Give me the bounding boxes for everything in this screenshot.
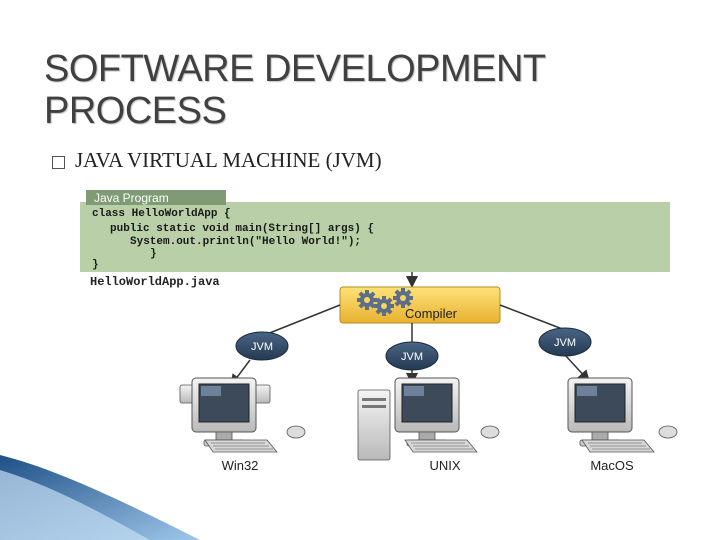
compiler-box: Compiler: [339, 286, 501, 324]
code-line-2: public static void main(String[] args) {: [110, 223, 374, 235]
jvm-label-1: JVM: [251, 341, 273, 353]
java-program-tab-label: Java Program: [94, 191, 169, 205]
jvm-label-2: JVM: [401, 351, 423, 363]
platform-label-unix: UNIX: [429, 458, 460, 473]
gear-icon: [393, 288, 413, 308]
java-program-tab: [86, 190, 226, 205]
jvm-badge-2: JVM: [385, 341, 439, 371]
code-line-5: }: [92, 259, 99, 271]
jvm-label-3: JVM: [554, 337, 576, 349]
code-background: [80, 202, 670, 272]
jvm-badge-1: JVM: [235, 331, 289, 361]
code-line-4: }: [150, 248, 157, 260]
line-to-jvm-3: [499, 304, 566, 331]
code-line-1: class HelloWorldApp {: [92, 208, 231, 220]
corner-swoosh-highlight: [0, 470, 150, 540]
compiler-label: Compiler: [405, 306, 458, 321]
unix-computer-icon: [357, 377, 500, 461]
file-name-label: HelloWorldApp.java: [90, 275, 220, 289]
bullet-text: JAVA VIRTUAL MACHINE (JVM): [75, 147, 382, 172]
bullet-item: JAVA VIRTUAL MACHINE (JVM): [52, 146, 382, 174]
gear-icon: [374, 296, 394, 316]
slide-title-line-1: SOFTWARE DEVELOPMENT: [44, 48, 546, 90]
slide-title-line-2: PROCESS: [44, 90, 227, 132]
code-line-3: System.out.println("Hello World!");: [130, 236, 361, 248]
arrow-jvm-3: [564, 354, 591, 383]
square-bullet-icon: [52, 155, 65, 169]
platform-label-macos: MacOS: [590, 458, 634, 473]
jvm-badge-3: JVM: [538, 327, 592, 357]
platform-label-win32: Win32: [222, 458, 259, 473]
macos-computer-icon: [567, 377, 678, 453]
java-program-box: Java Program class HelloWorldApp { publi…: [80, 190, 670, 272]
line-to-jvm-1: [261, 304, 341, 337]
slide-title: SOFTWARE DEVELOPMENT PROCESS: [44, 48, 604, 132]
win32-computer-icon: [179, 377, 306, 453]
